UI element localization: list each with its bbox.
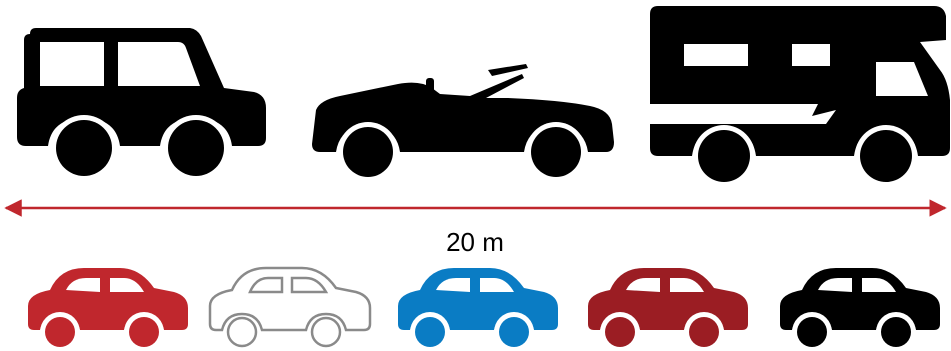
car-icon-outline — [210, 268, 370, 346]
car-icon-black — [780, 268, 940, 351]
suv-icon — [17, 28, 266, 181]
length-label: 20 m — [446, 227, 504, 257]
car-icon-blue — [398, 268, 558, 351]
car-icon-maroon — [588, 268, 748, 351]
car-icon-red — [28, 268, 188, 351]
convertible-icon — [312, 64, 614, 182]
motorhome-icon — [650, 6, 950, 187]
